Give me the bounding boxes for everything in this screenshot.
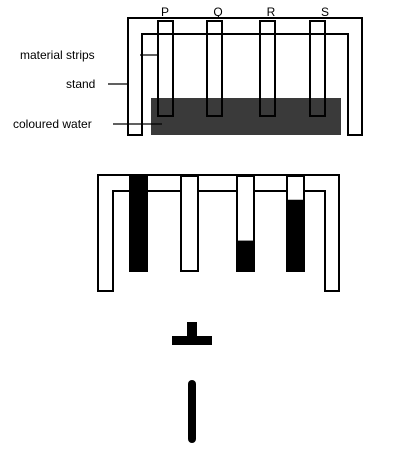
- strip-label-q: Q: [213, 5, 222, 19]
- strip-label-p: P: [161, 5, 169, 19]
- strip-label-s: S: [321, 5, 329, 19]
- strip-q-bottom: [180, 175, 199, 272]
- strip-label-r: R: [267, 5, 276, 19]
- bottom-strips: [129, 175, 305, 272]
- label-material-strips: material strips: [20, 48, 95, 62]
- strip-r-wet-region: [237, 240, 254, 271]
- strip-s-wet-region: [287, 199, 304, 271]
- strip-q-top: [206, 20, 223, 117]
- strip-s-top: [309, 20, 326, 117]
- bottom-apparatus: [97, 174, 340, 292]
- label-coloured-water: coloured water: [13, 117, 92, 131]
- t-shaped-symbol: [172, 322, 212, 345]
- label-stand: stand: [66, 77, 95, 91]
- strip-p-wet-region: [130, 176, 147, 271]
- vertical-bar-symbol: [188, 380, 196, 443]
- strip-r-top: [259, 20, 276, 117]
- top-apparatus: P Q R S material strips stand coloured w…: [13, 5, 363, 136]
- stand-outer: [127, 17, 363, 136]
- stand-outer-bottom: [97, 174, 340, 292]
- strip-p-top: [157, 20, 174, 117]
